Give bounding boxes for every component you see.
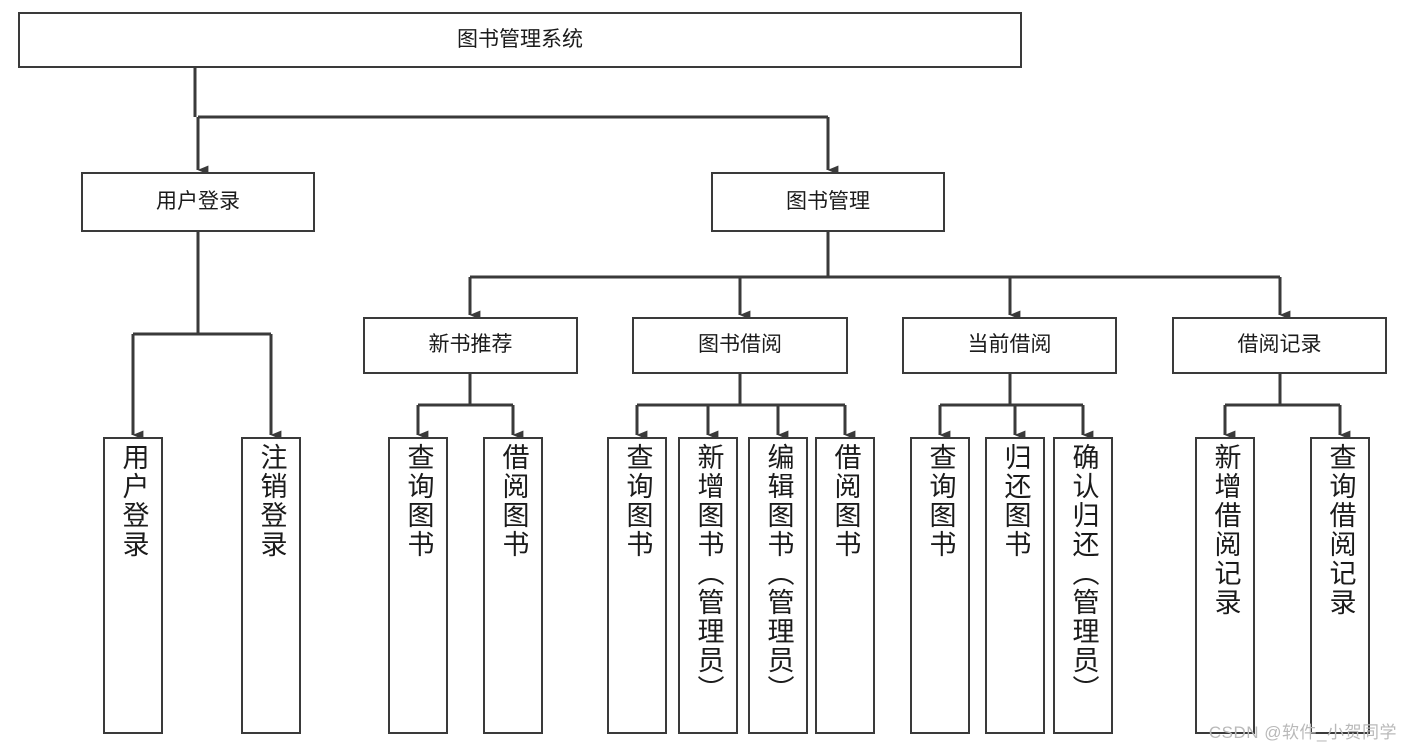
node-label: 查询借阅记录 xyxy=(1325,443,1356,617)
node-borrow-records[interactable]: 借阅记录 xyxy=(1172,317,1387,374)
leaf-newbook-borrow-books[interactable]: 借阅图书 xyxy=(483,437,543,734)
leaf-borrow-query-books[interactable]: 查询图书 xyxy=(607,437,667,734)
node-new-book-recommendation[interactable]: 新书推荐 xyxy=(363,317,578,374)
leaf-borrow-add-book-admin[interactable]: 新增图书（管理员） xyxy=(678,437,738,734)
node-label: 新增借阅记录 xyxy=(1210,443,1241,617)
node-label: 归还图书 xyxy=(1000,443,1031,559)
leaf-current-confirm-return-admin[interactable]: 确认归还（管理员） xyxy=(1053,437,1113,734)
node-label: 确认归还（管理员） xyxy=(1068,443,1099,704)
node-label: 用户登录 xyxy=(156,189,240,213)
node-label: 图书借阅 xyxy=(698,333,782,357)
leaf-borrow-edit-book-admin[interactable]: 编辑图书（管理员） xyxy=(748,437,808,734)
leaf-records-add-record[interactable]: 新增借阅记录 xyxy=(1195,437,1255,734)
node-label: 查询图书 xyxy=(925,443,956,559)
leaf-borrow-borrow-books[interactable]: 借阅图书 xyxy=(815,437,875,734)
node-book-management[interactable]: 图书管理 xyxy=(711,172,945,232)
node-label: 用户登录 xyxy=(118,443,149,559)
node-label: 图书管理系统 xyxy=(457,27,583,51)
leaf-current-query-books[interactable]: 查询图书 xyxy=(910,437,970,734)
node-label: 新增图书（管理员） xyxy=(693,443,724,704)
leaf-logout[interactable]: 注销登录 xyxy=(241,437,301,734)
leaf-records-query-record[interactable]: 查询借阅记录 xyxy=(1310,437,1370,734)
leaf-newbook-query-books[interactable]: 查询图书 xyxy=(388,437,448,734)
node-label: 当前借阅 xyxy=(967,333,1052,357)
node-label: 图书管理 xyxy=(786,189,870,213)
node-root-book-management-system[interactable]: 图书管理系统 xyxy=(18,12,1022,68)
node-label: 编辑图书（管理员） xyxy=(763,443,794,704)
node-label: 借阅记录 xyxy=(1237,333,1322,357)
node-book-borrowing[interactable]: 图书借阅 xyxy=(632,317,848,374)
leaf-current-return-books[interactable]: 归还图书 xyxy=(985,437,1045,734)
node-label: 查询图书 xyxy=(403,443,434,559)
node-label: 查询图书 xyxy=(622,443,653,559)
node-label: 借阅图书 xyxy=(498,443,529,559)
node-label: 新书推荐 xyxy=(428,333,513,357)
node-label: 借阅图书 xyxy=(830,443,861,559)
node-current-borrowing[interactable]: 当前借阅 xyxy=(902,317,1117,374)
node-user-login[interactable]: 用户登录 xyxy=(81,172,315,232)
node-label: 注销登录 xyxy=(256,443,287,559)
leaf-user-login[interactable]: 用户登录 xyxy=(103,437,163,734)
